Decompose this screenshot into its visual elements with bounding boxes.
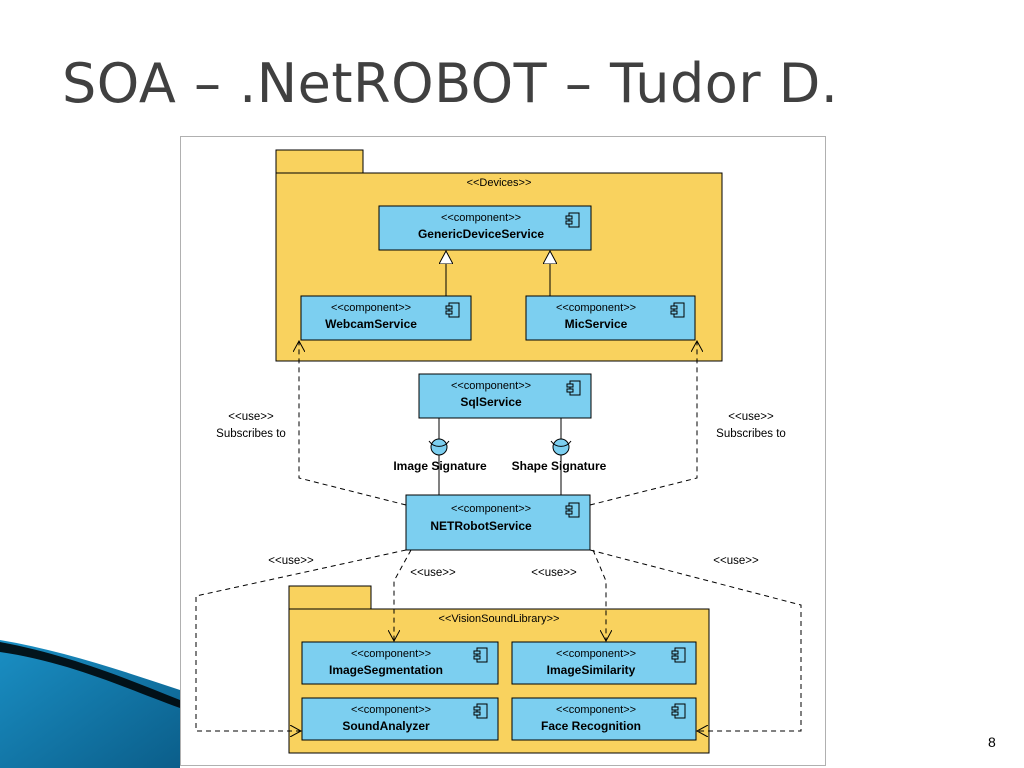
shape-signature-interface: Shape Signature: [512, 418, 607, 495]
sound-analyzer-label: SoundAnalyzer: [342, 719, 430, 733]
image-segmentation-component: <<component>> ImageSegmentation: [301, 641, 499, 685]
face-recognition-component: <<component>> Face Recognition: [511, 697, 697, 741]
use-sound-analyzer-dependency: [195, 549, 407, 731]
use-label-face-recognition: <<use>>: [713, 555, 759, 567]
devices-package-stereotype: <<Devices>>: [467, 177, 532, 189]
shape-signature-label: Shape Signature: [512, 459, 607, 473]
uml-component-diagram: <<Devices>> <<component>> GenericDeviceS…: [180, 136, 826, 766]
image-signature-label: Image Signature: [393, 459, 487, 473]
generic-device-service-component: <<component>> GenericDeviceService: [378, 205, 592, 251]
component-stereotype: <<component>>: [351, 704, 431, 716]
subscribes-to-mic-dependency: [589, 341, 697, 506]
netrobot-service-component: <<component>> NETRobotService: [405, 494, 591, 551]
face-recognition-label: Face Recognition: [541, 719, 641, 733]
mic-service-label: MicService: [565, 317, 628, 331]
image-segmentation-label: ImageSegmentation: [329, 663, 443, 677]
use-label-sound-analyzer: <<use>>: [268, 555, 314, 567]
component-stereotype: <<component>>: [351, 648, 431, 660]
page-number: 8: [988, 734, 996, 750]
webcam-service-label: WebcamService: [325, 317, 417, 331]
use-face-recognition-dependency: [589, 549, 802, 731]
sql-service-label: SqlService: [460, 395, 522, 409]
sound-analyzer-component: <<component>> SoundAnalyzer: [301, 697, 499, 741]
component-stereotype: <<component>>: [441, 212, 521, 224]
sql-service-component: <<component>> SqlService: [418, 373, 592, 419]
use-label-image-segmentation: <<use>>: [410, 567, 456, 579]
component-stereotype: <<component>>: [451, 380, 531, 392]
component-stereotype: <<component>>: [451, 503, 531, 515]
use-image-similarity-dependency: [592, 549, 606, 641]
component-stereotype: <<component>>: [331, 302, 411, 314]
subscribes-to-label-left: Subscribes to: [216, 428, 286, 440]
slide-title: SOA – .NetROBOT – Tudor D.: [62, 52, 839, 115]
use-label-left-top: <<use>>: [228, 411, 274, 423]
vision-package-stereotype: <<VisionSoundLibrary>>: [439, 613, 560, 625]
component-stereotype: <<component>>: [556, 704, 636, 716]
subscribes-to-label-right: Subscribes to: [716, 428, 786, 440]
use-image-segmentation-dependency: [394, 549, 412, 641]
image-signature-interface: Image Signature: [393, 418, 487, 495]
use-label-right-top: <<use>>: [728, 411, 774, 423]
subscribes-to-webcam-dependency: [299, 341, 407, 506]
component-stereotype: <<component>>: [556, 648, 636, 660]
use-label-image-similarity: <<use>>: [531, 567, 577, 579]
image-similarity-label: ImageSimilarity: [547, 663, 636, 677]
webcam-service-component: <<component>> WebcamService: [300, 295, 472, 341]
generic-device-service-label: GenericDeviceService: [418, 227, 544, 241]
image-similarity-component: <<component>> ImageSimilarity: [511, 641, 697, 685]
mic-service-component: <<component>> MicService: [525, 295, 696, 341]
component-stereotype: <<component>>: [556, 302, 636, 314]
netrobot-service-label: NETRobotService: [430, 519, 532, 533]
corner-decoration: [0, 640, 180, 768]
